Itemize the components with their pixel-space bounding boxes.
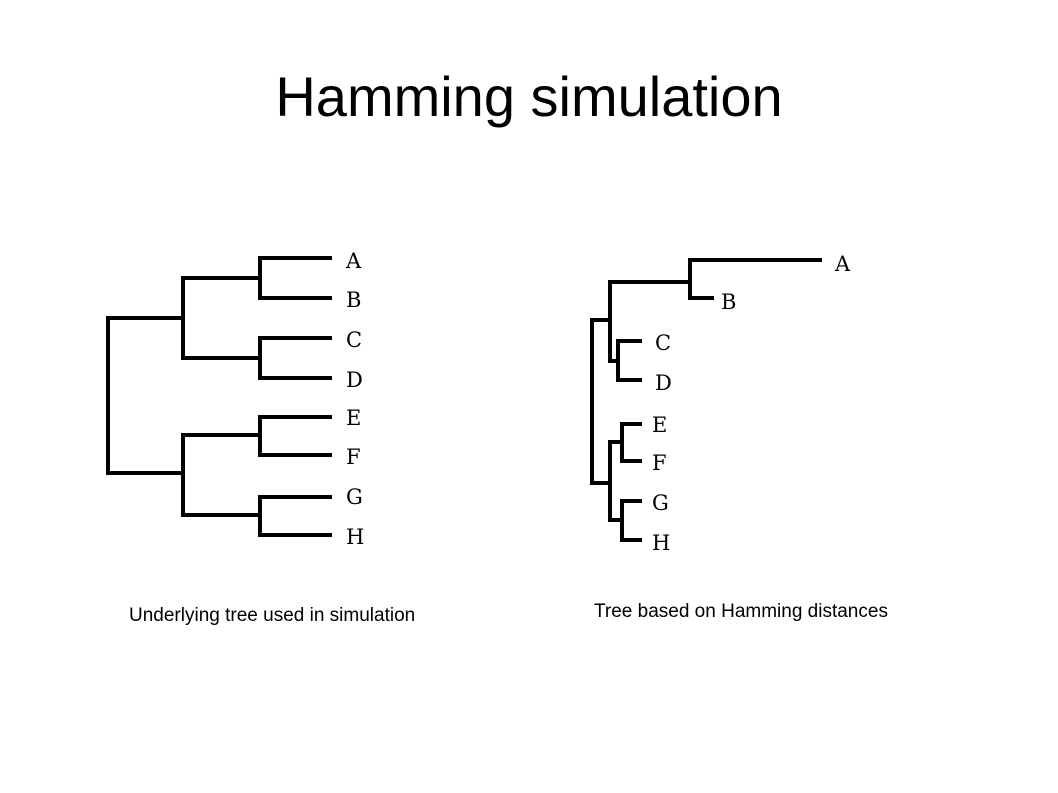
tree-left-leaf-a: A [345, 249, 362, 273]
tree-left-leaf-h: H [346, 525, 364, 549]
tree-left-leaf-b: B [346, 288, 361, 312]
tree-right-leaf-h: H [652, 531, 670, 555]
tree-right-leaf-g: G [652, 491, 669, 515]
hamming-tree-caption: Tree based on Hamming distances [594, 601, 888, 622]
tree-right-leaf-d: D [655, 371, 672, 395]
tree-left-leaf-d: D [346, 368, 363, 392]
tree-left-leaf-g: G [346, 485, 363, 509]
underlying-tree-caption: Underlying tree used in simulation [129, 605, 416, 626]
slide-title: Hamming simulation [275, 65, 783, 128]
tree-left-leaf-f: F [346, 445, 361, 469]
tree-right-branches [590, 258, 822, 542]
tree-right-leaf-b: B [721, 290, 736, 314]
tree-left-leaf-c: C [346, 328, 362, 352]
tree-right-leaf-f: F [652, 451, 667, 475]
tree-right-leaf-a: A [834, 252, 851, 276]
tree-left-leaf-e: E [346, 406, 361, 430]
tree-right-leaf-c: C [655, 331, 671, 355]
tree-left-branches [106, 256, 332, 537]
tree-right-leaf-e: E [652, 413, 667, 437]
